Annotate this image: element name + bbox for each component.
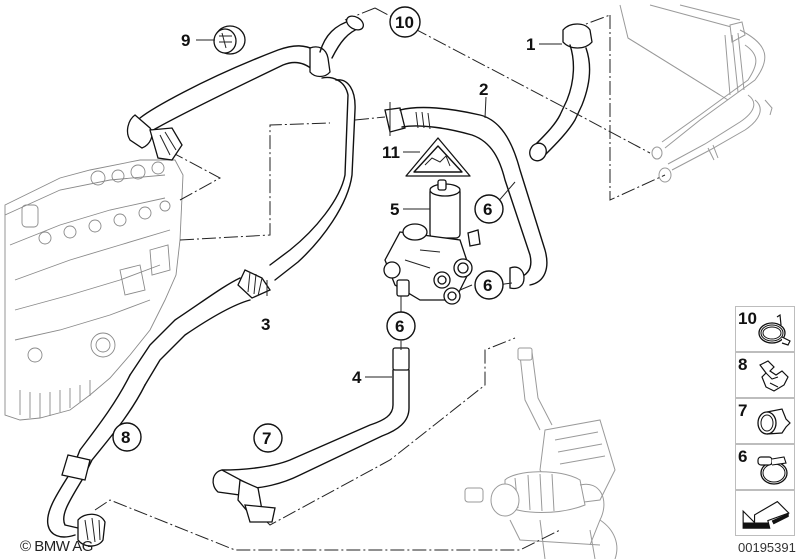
leader-lines: [196, 39, 562, 378]
assembly-lines: [94, 7, 666, 551]
legend-item-spring-band-clamp[interactable]: 10: [735, 306, 795, 352]
auxiliary-water-pump-5: [383, 179, 481, 305]
hose-clamp-icon: [757, 456, 788, 485]
legend-item-direction-arrow[interactable]: [735, 490, 795, 536]
engine-block-illustration: [4, 159, 184, 421]
callout-label: 10: [395, 13, 414, 32]
auxiliary-unit-illustration: [464, 347, 618, 559]
callout-9[interactable]: 9: [181, 31, 190, 50]
callout-label: 6: [483, 200, 492, 219]
legend-label: 8: [738, 355, 748, 374]
callout-label: 11: [382, 143, 400, 162]
callout-label: 3: [261, 315, 270, 334]
legend-label: 7: [738, 401, 748, 420]
callout-label: 9: [181, 31, 190, 50]
clamp-icon: [757, 408, 791, 435]
legend-item-spring-clip[interactable]: 8: [735, 352, 795, 398]
legend-label: 10: [738, 309, 757, 328]
callout-6-lower[interactable]: 6: [386, 311, 416, 341]
callout-label: 5: [390, 200, 399, 219]
hose-4: [221, 347, 410, 489]
callout-8[interactable]: 8: [112, 422, 142, 452]
callout-label: 7: [262, 429, 271, 448]
callout-label: 6: [483, 276, 492, 295]
spring-band-clamp-icon: [758, 313, 791, 346]
document-number: 00195391: [738, 540, 796, 555]
callout-6-middle[interactable]: 6: [474, 270, 504, 300]
hose-7-connector: [212, 469, 276, 523]
callout-label: 1: [526, 35, 535, 54]
direction-arrow-icon: [742, 500, 790, 529]
warning-label-11: [405, 137, 471, 177]
spring-clip-icon: [759, 360, 789, 392]
callout-4[interactable]: 4: [352, 368, 362, 387]
callout-5[interactable]: 5: [390, 200, 399, 219]
callout-label: 6: [395, 317, 404, 336]
hose-2: [384, 102, 548, 290]
legend-item-clamp[interactable]: 7: [735, 398, 795, 444]
hose-1: [529, 23, 593, 162]
heater-core-pipes-illustration: [619, 4, 773, 183]
callout-label: 4: [352, 368, 362, 387]
callout-11[interactable]: 11: [382, 143, 400, 162]
hose-cap-9: [213, 25, 246, 55]
callout-label: 2: [479, 80, 488, 99]
callout-2[interactable]: 2: [479, 80, 488, 99]
callout-label: 8: [121, 428, 130, 447]
legend-item-hose-clamp[interactable]: 6: [735, 444, 795, 490]
callout-3[interactable]: 3: [261, 315, 270, 334]
copyright-text: © BMW AG: [20, 538, 93, 555]
hose-8: [46, 374, 146, 547]
legend-label: 6: [738, 447, 748, 466]
callout-6-upper[interactable]: 6: [474, 194, 504, 224]
callout-1[interactable]: 1: [526, 35, 535, 54]
callout-7[interactable]: 7: [253, 423, 283, 453]
hose-3: [126, 15, 365, 386]
callout-10[interactable]: 10: [389, 6, 421, 38]
